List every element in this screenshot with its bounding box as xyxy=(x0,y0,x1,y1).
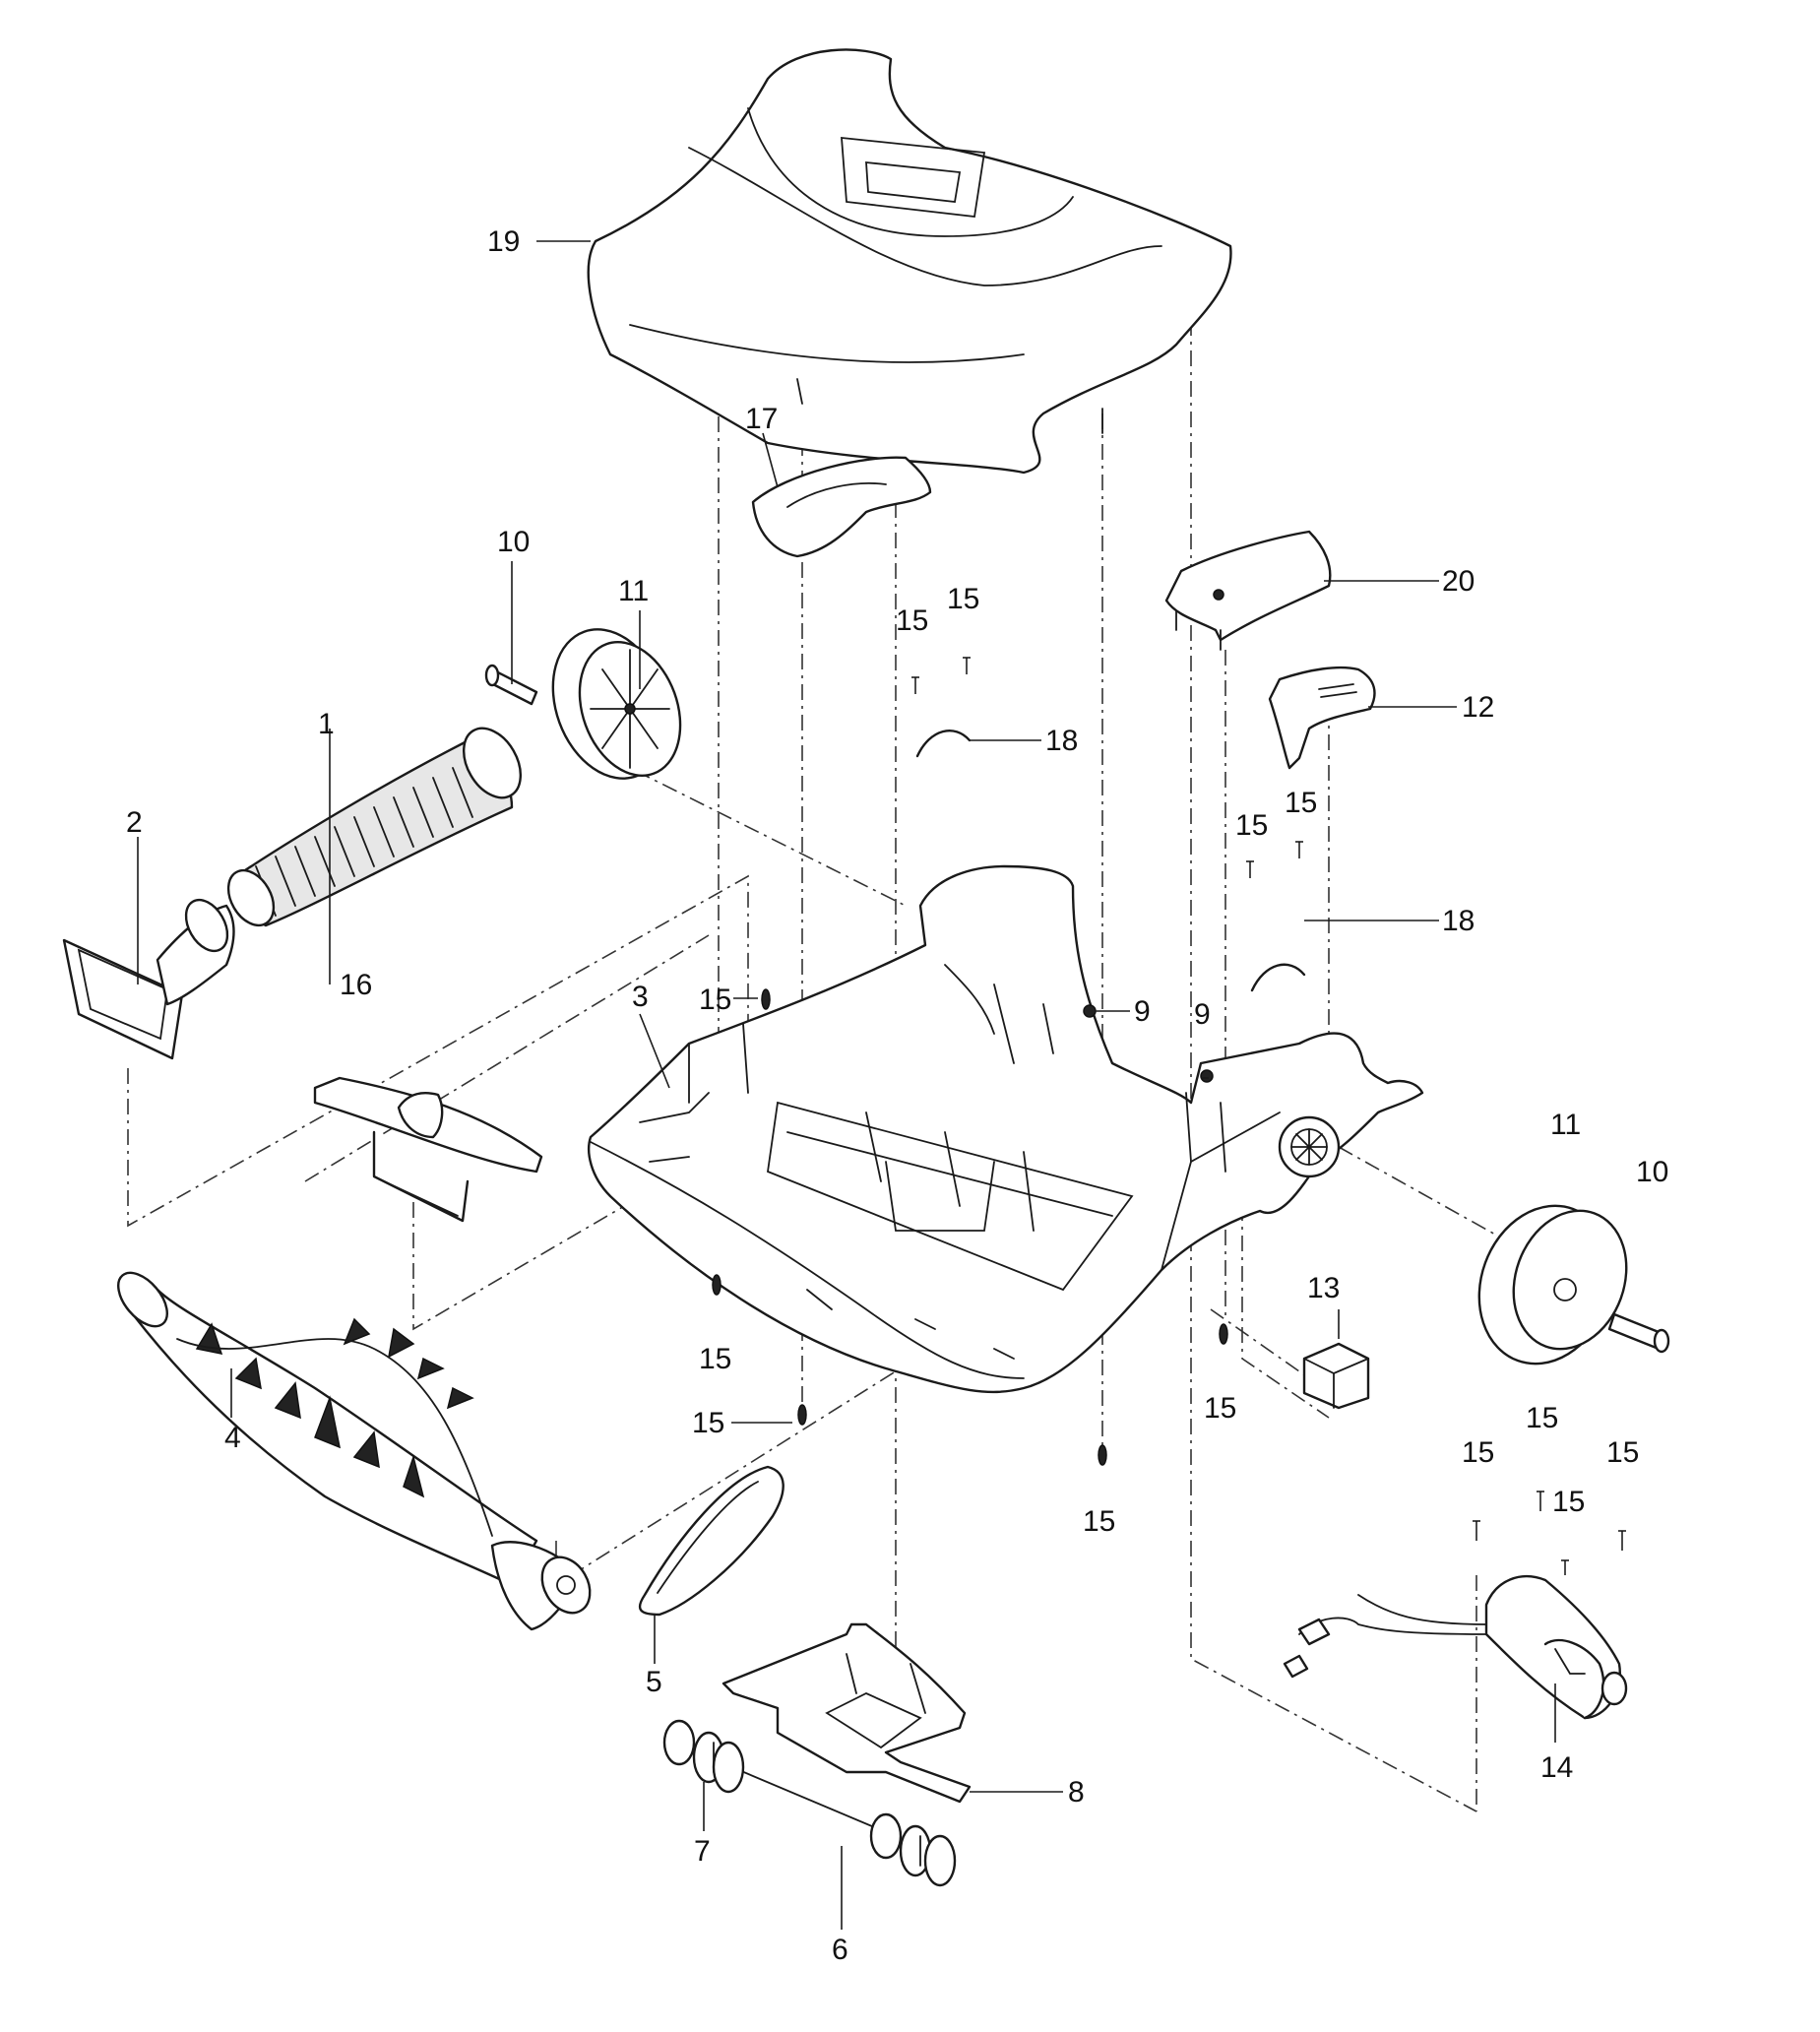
part-10-axle-pin-left xyxy=(484,664,538,706)
part-11-wheel-right xyxy=(1477,1204,1628,1365)
part-19-top-hood xyxy=(587,48,1232,475)
callout-5: 5 xyxy=(646,1666,662,1698)
part-11-wheel-left xyxy=(551,628,682,780)
part-17-handle-bracket xyxy=(751,456,932,558)
part-4-brush-roll xyxy=(117,1271,592,1631)
callout-15c: 15 xyxy=(1235,809,1268,842)
callout-1: 1 xyxy=(318,708,335,740)
part-1-hose xyxy=(226,727,523,927)
callout-15d: 15 xyxy=(1285,787,1317,819)
callout-18a: 18 xyxy=(1045,725,1078,757)
callout-13: 13 xyxy=(1307,1272,1340,1304)
callout-15j: 15 xyxy=(1462,1436,1494,1469)
part-14-motor xyxy=(1283,1575,1628,1720)
callout-20: 20 xyxy=(1442,565,1475,598)
callout-18b: 18 xyxy=(1442,905,1475,937)
callout-10a: 10 xyxy=(497,526,530,558)
part-5-belt xyxy=(638,1465,784,1617)
callout-11a: 11 xyxy=(618,575,649,607)
callout-8: 8 xyxy=(1068,1776,1085,1809)
callout-15i: 15 xyxy=(1204,1392,1236,1425)
part-13-terminal-block xyxy=(1302,1342,1370,1410)
callout-15m: 15 xyxy=(1606,1436,1639,1469)
callout-10b: 10 xyxy=(1636,1156,1668,1188)
callout-15b: 15 xyxy=(947,583,979,615)
callout-14: 14 xyxy=(1540,1751,1573,1784)
part-10-axle-pin-right xyxy=(1607,1312,1670,1354)
callout-9b: 9 xyxy=(1194,998,1211,1031)
callout-4: 4 xyxy=(224,1422,241,1454)
part-2-nozzle-adapter xyxy=(62,898,235,1060)
callout-11b: 11 xyxy=(1550,1109,1581,1141)
callout-16: 16 xyxy=(340,969,372,1001)
callout-2: 2 xyxy=(126,806,143,839)
callout-15a: 15 xyxy=(896,604,928,637)
callout-6: 6 xyxy=(832,1934,848,1966)
callout-19: 19 xyxy=(487,225,520,258)
callout-9a: 9 xyxy=(1134,995,1151,1028)
part-12-latch xyxy=(1268,666,1376,770)
part-3-base-chassis xyxy=(588,864,1424,1394)
callout-15k: 15 xyxy=(1526,1402,1558,1434)
callout-15e: 15 xyxy=(699,984,731,1016)
callout-3: 3 xyxy=(632,981,649,1013)
part-18-clips xyxy=(915,730,1306,992)
callout-labels: 1 2 3 4 5 6 7 8 9 9 10 10 11 11 12 13 14… xyxy=(126,225,1668,1966)
part-20-cover xyxy=(1164,530,1332,651)
part-16-bag-lid xyxy=(313,1076,543,1223)
callout-12: 12 xyxy=(1462,691,1494,724)
callout-15g: 15 xyxy=(692,1407,724,1439)
callout-15h: 15 xyxy=(1083,1505,1115,1538)
callout-17: 17 xyxy=(745,403,778,435)
screws-and-pegs xyxy=(712,657,1626,1575)
callout-15l: 15 xyxy=(1552,1486,1585,1518)
part-7-6-front-wheel-axle xyxy=(662,1719,957,1887)
callout-7: 7 xyxy=(694,1835,711,1868)
callout-15f: 15 xyxy=(699,1343,731,1375)
part-8-agitator-bracket xyxy=(722,1622,972,1804)
leader-lines xyxy=(137,240,1556,1930)
